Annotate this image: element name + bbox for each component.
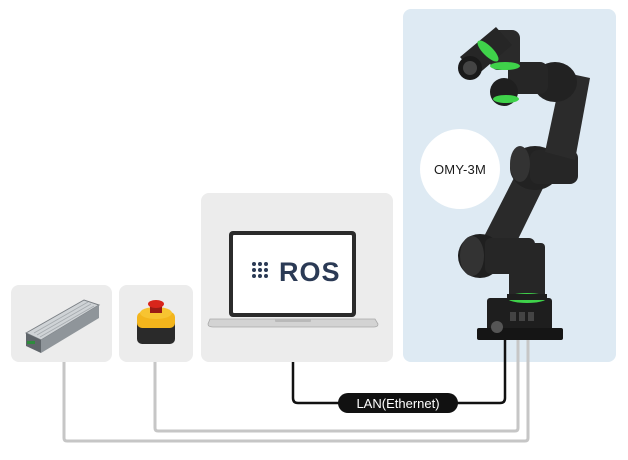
- power-supply-cable: [62, 335, 530, 443]
- estop-cable: [153, 335, 520, 433]
- ros-dots-icon: [252, 262, 268, 278]
- lan-connection-label: LAN(Ethernet): [338, 393, 458, 413]
- ros-label: ROS: [279, 257, 341, 287]
- robot-label-circle: OMY-3M: [420, 129, 500, 209]
- robot-label: OMY-3M: [433, 161, 486, 177]
